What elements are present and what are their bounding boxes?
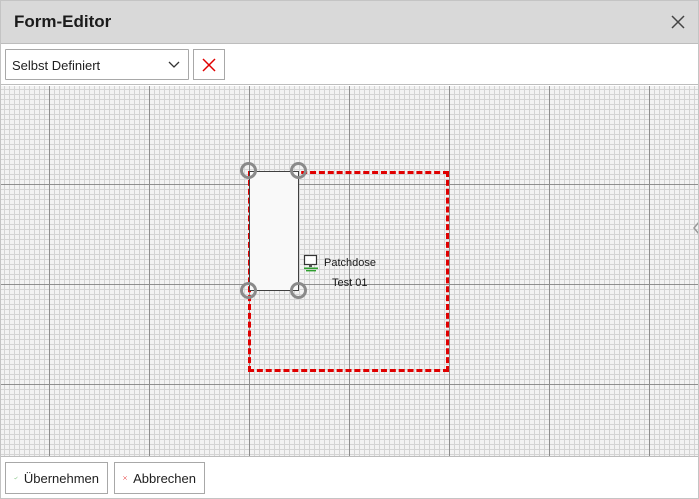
delete-shape-button[interactable] (193, 49, 225, 80)
title-bar: Form-Editor (1, 1, 698, 43)
check-icon (14, 476, 18, 480)
close-button[interactable] (666, 10, 690, 34)
close-icon (671, 15, 685, 29)
shape-type-select-value: Selbst Definiert (12, 58, 101, 73)
cancel-x-icon (123, 476, 127, 480)
window-title: Form-Editor (14, 12, 112, 31)
apply-button-label: Übernehmen (23, 470, 99, 486)
scroll-arrow-icon[interactable] (691, 218, 698, 238)
delete-x-icon (202, 57, 216, 72)
element-label: Patchdose (324, 257, 376, 269)
element-sublabel: Test 01 (332, 277, 368, 289)
chevron-down-icon (168, 61, 180, 68)
apply-button[interactable]: Übernehmen (5, 462, 108, 494)
resize-handle-top-left[interactable] (240, 162, 257, 179)
footer-bar: Übernehmen Abbrechen (1, 456, 698, 498)
toolbar: Selbst Definiert (1, 43, 698, 85)
cancel-button[interactable]: Abbrechen (114, 462, 205, 494)
cancel-button-label: Abbrechen (133, 470, 196, 486)
resize-handle-bottom-left[interactable] (240, 282, 257, 299)
design-canvas[interactable]: Patchdose Test 01 (1, 86, 698, 456)
network-outlet-icon (303, 254, 318, 272)
shape-rectangle[interactable] (249, 171, 299, 291)
resize-handle-bottom-right[interactable] (290, 282, 307, 299)
resize-handle-top-right[interactable] (290, 162, 307, 179)
shape-type-select[interactable]: Selbst Definiert (5, 49, 189, 80)
